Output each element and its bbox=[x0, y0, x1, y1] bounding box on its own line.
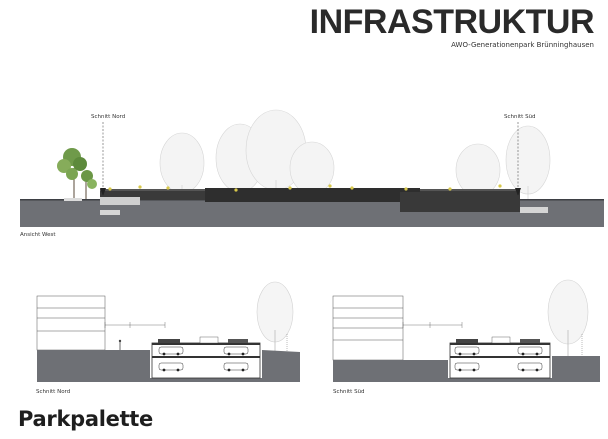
section-heading-parkpalette: Parkpalette bbox=[18, 407, 153, 431]
page-subtitle: AWO-Generationenpark Brünninghausen bbox=[451, 41, 594, 49]
green-tree bbox=[57, 148, 97, 199]
hedge-strip bbox=[64, 188, 548, 215]
label-schnitt-sued: Schnitt Süd bbox=[504, 114, 536, 120]
page-title: INFRASTRUKTUR bbox=[309, 3, 595, 41]
label-ansicht-west: Ansicht West bbox=[20, 232, 56, 238]
elevation-view: Schnitt Nord Schnitt Süd Ansicht West bbox=[20, 109, 604, 238]
section-south: Schnitt Süd bbox=[332, 279, 600, 395]
label-schnitt-nord-section: Schnitt Nord bbox=[36, 389, 70, 395]
label-schnitt-nord: Schnitt Nord bbox=[91, 114, 125, 120]
light-markers bbox=[108, 184, 502, 192]
section-north: Schnitt Nord bbox=[36, 281, 300, 395]
label-schnitt-sued-section: Schnitt Süd bbox=[333, 389, 365, 395]
